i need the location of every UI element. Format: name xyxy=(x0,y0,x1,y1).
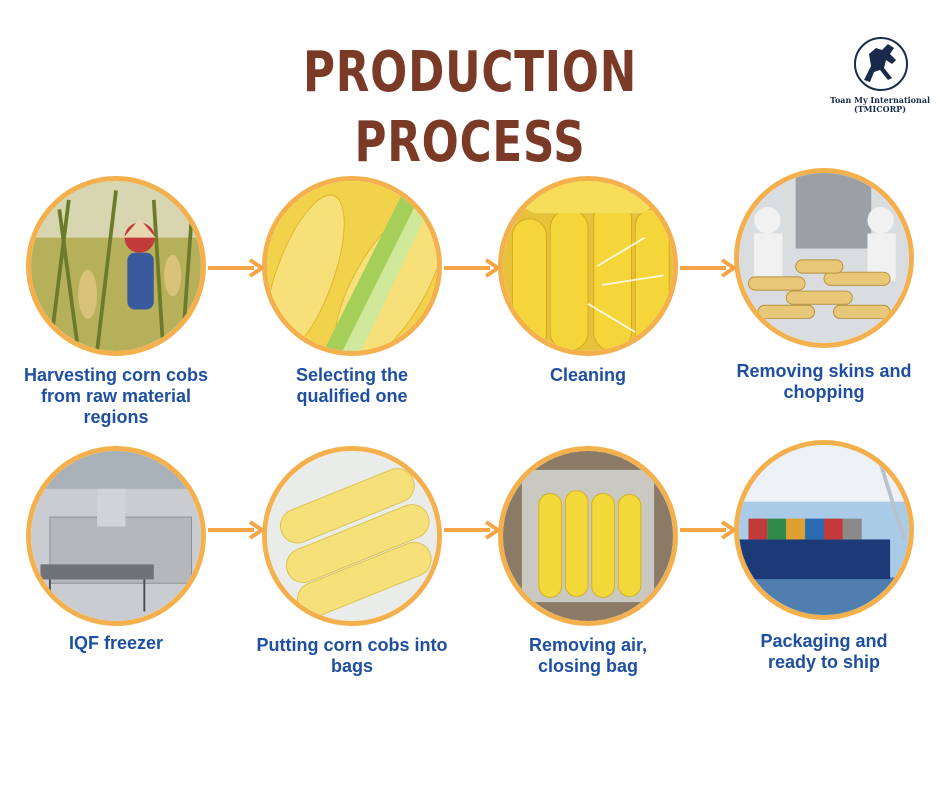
step-3-image-cleaning xyxy=(498,176,678,356)
step-2-image-selecting xyxy=(262,176,442,356)
step-5-label: IQF freezer xyxy=(68,633,164,653)
arrow-right-icon xyxy=(680,520,738,540)
step-6-label: Putting corn cobs into bags xyxy=(256,635,448,676)
arrow-right-icon xyxy=(208,520,266,540)
step-1-image-harvesting xyxy=(26,176,206,356)
company-logo xyxy=(836,30,926,112)
arrow-right-icon xyxy=(680,258,738,278)
step-8-image-shipping xyxy=(734,440,914,620)
step-7-label: Removing air, closing bag xyxy=(528,635,648,676)
page-title: PRODUCTION PROCESS xyxy=(302,40,638,175)
company-name-line1: Toan My International xyxy=(829,95,931,105)
arrow-right-icon xyxy=(208,258,266,278)
horse-logo-icon xyxy=(854,37,908,91)
company-name-line2: (TMICORP) xyxy=(853,104,907,114)
step-4-image-removing-skins xyxy=(734,168,914,348)
step-5-image-iqf-freezer xyxy=(26,446,206,626)
step-4-label: Removing skins and chopping xyxy=(736,361,912,402)
step-3-label: Cleaning xyxy=(549,365,626,385)
step-2-label: Selecting the qualified one xyxy=(295,365,409,406)
step-8-label: Packaging and ready to ship xyxy=(760,631,888,672)
step-1-label: Harvesting corn cobs from raw material r… xyxy=(23,365,209,427)
arrow-right-icon xyxy=(444,520,502,540)
step-6-image-bagging xyxy=(262,446,442,626)
step-7-image-vacuum-sealing xyxy=(498,446,678,626)
company-name: Toan My International (TMICORP) xyxy=(820,96,940,114)
arrow-right-icon xyxy=(444,258,502,278)
